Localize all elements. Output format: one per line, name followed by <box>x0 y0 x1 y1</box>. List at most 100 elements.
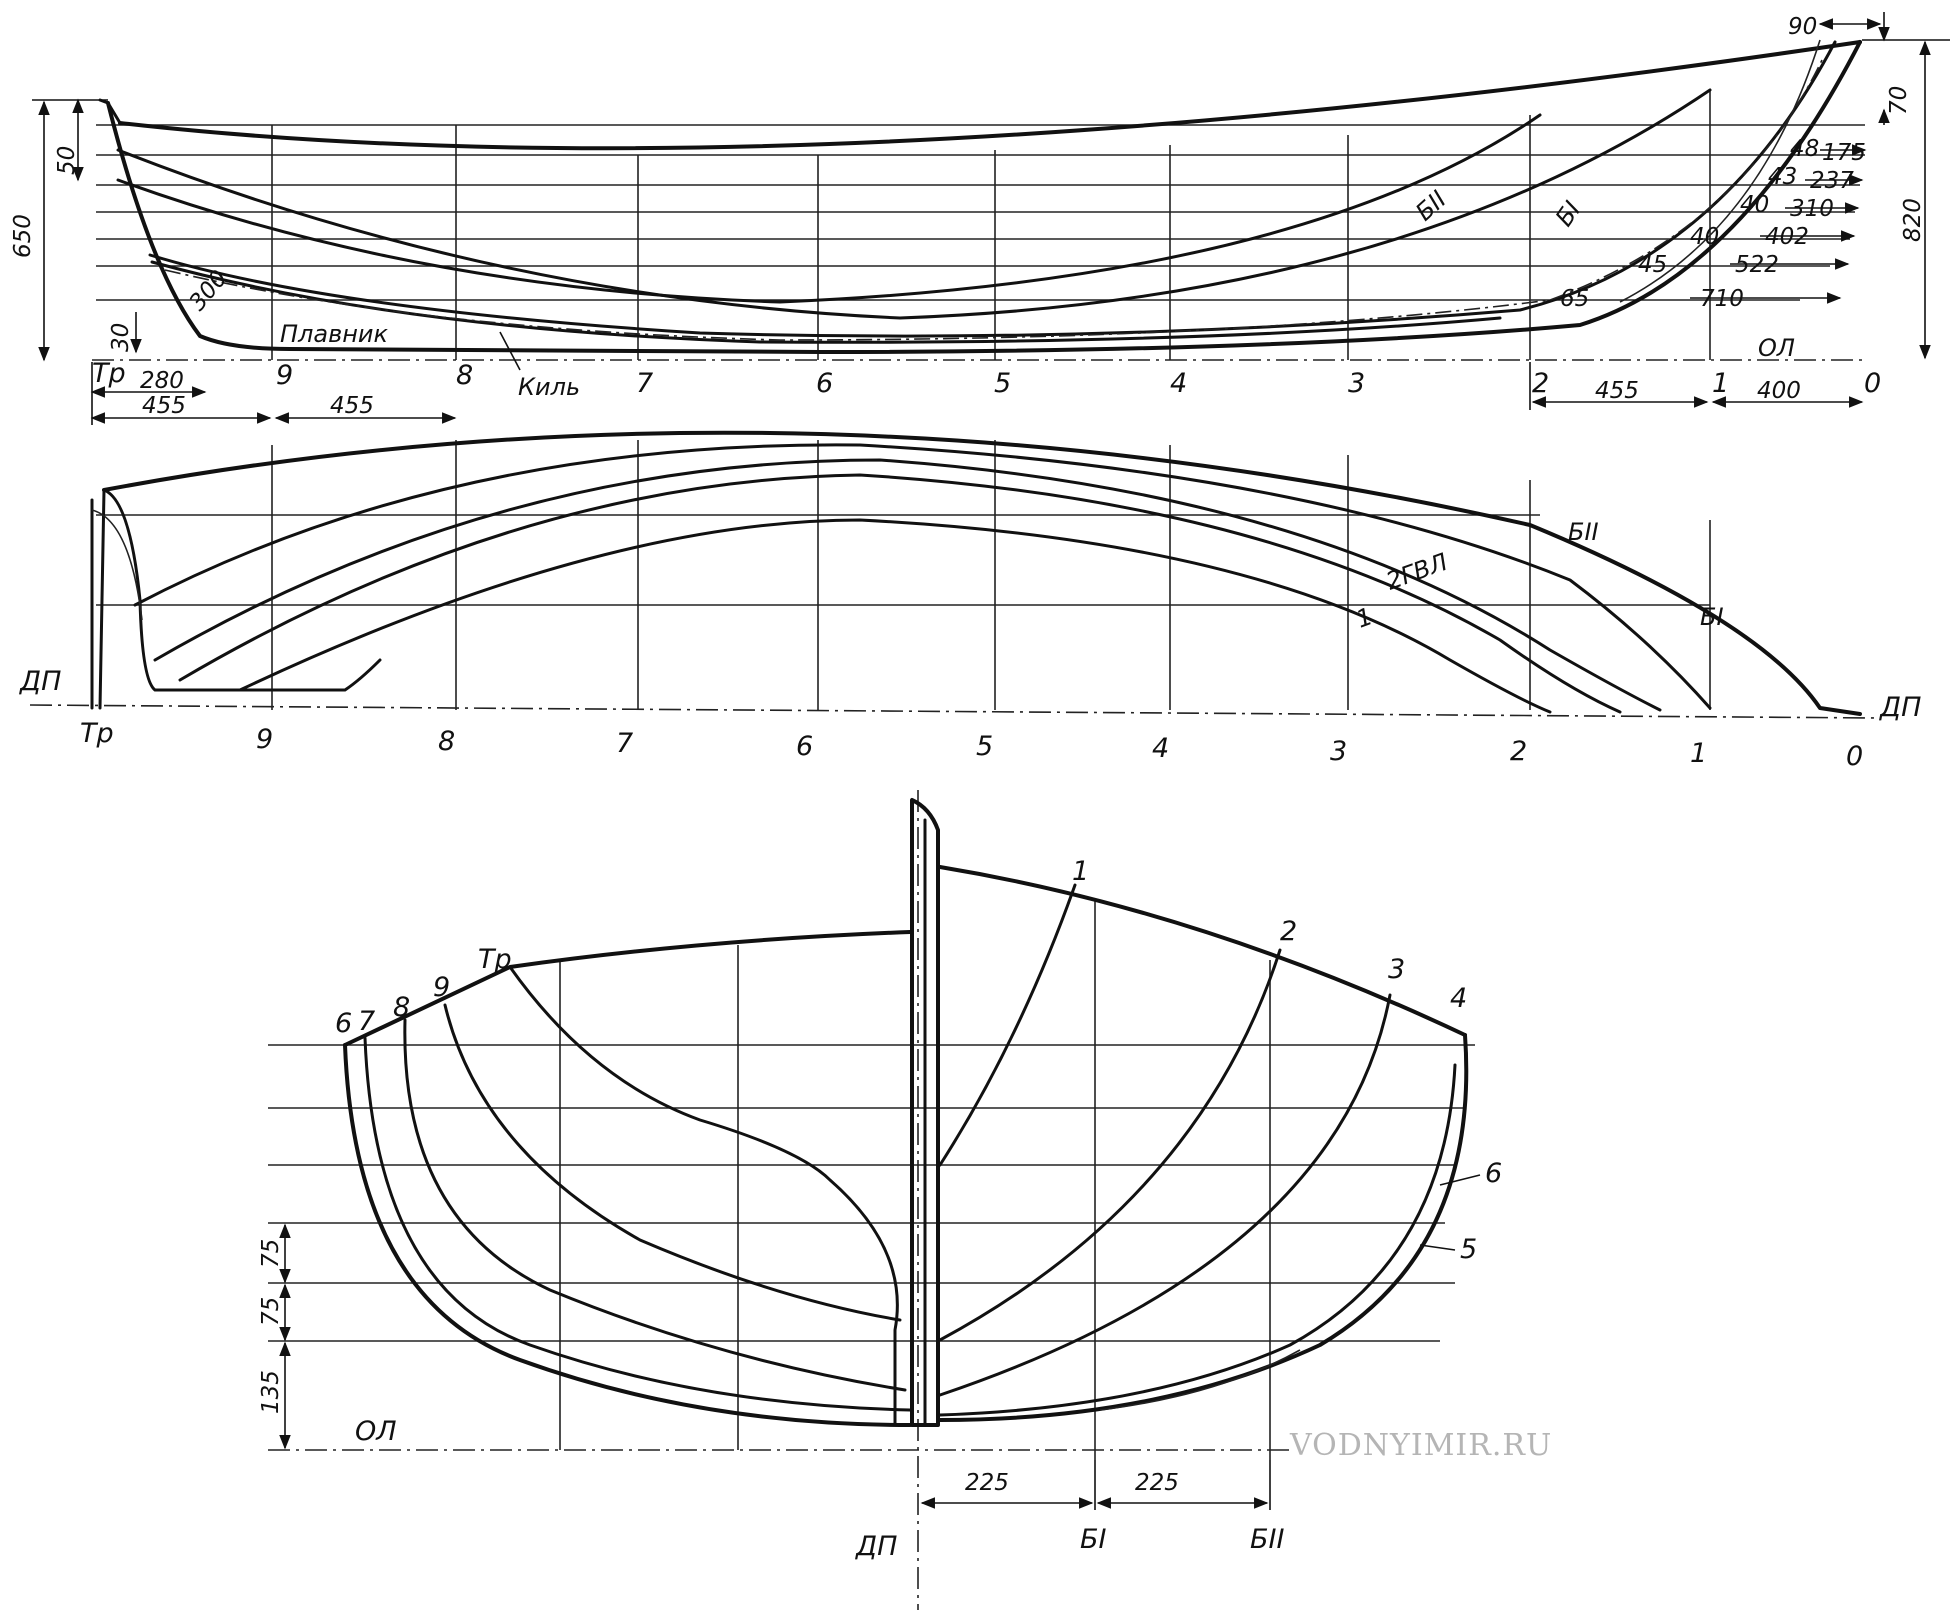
body-deck-aft <box>343 930 912 1047</box>
plan-station-2: 2 <box>1510 736 1527 767</box>
stem-offset-402: 402 <box>1765 224 1809 250</box>
dim-height-fwd: 820 <box>1900 198 1926 242</box>
body-frame-7 <box>363 1036 912 1412</box>
dim-stem-70: 70 <box>1886 86 1912 115</box>
body-label-fwd-3: 3 <box>1388 954 1405 985</box>
plan-view: ДП ДП БII БI 2ГВЛ 1 Тр 9 8 7 6 5 4 3 2 1… <box>19 430 1921 772</box>
body-buttocks <box>559 900 1271 1460</box>
plan-station-5: 5 <box>976 731 993 762</box>
body-frame-8 <box>403 1018 907 1392</box>
dim-fwd-400: 400 <box>1757 378 1801 404</box>
stem-thick-48: 48 <box>1790 136 1819 162</box>
body-baseline-label: ОЛ <box>355 1416 397 1447</box>
body-label-6: 6 <box>335 1008 352 1039</box>
body-label-8: 8 <box>393 992 410 1023</box>
body-waterlines <box>268 1044 1475 1451</box>
stem-offset-237: 237 <box>1810 168 1854 194</box>
dim-aft-455-b: 455 <box>330 393 374 419</box>
plan-station-4: 4 <box>1152 733 1169 764</box>
profile-dimensions: 650 50 30 2 8 0 455 455 455 400 820 70 90 <box>10 12 1950 425</box>
body-label-fwd-4: 4 <box>1450 983 1467 1014</box>
body-buttock-2-label: БII <box>1250 1524 1284 1555</box>
profile-chain-line <box>164 59 1823 341</box>
profile-view: 650 50 30 2 8 0 455 455 455 400 820 70 90 <box>10 12 1950 425</box>
profile-transom <box>98 98 122 125</box>
stem-thick-65: 65 <box>1560 286 1589 312</box>
body-frame-fwd-5 <box>938 1063 1457 1417</box>
profile-keel-inner <box>150 260 1502 344</box>
label-baseline-profile: ОЛ <box>1758 334 1795 362</box>
station-8: 8 <box>456 360 473 391</box>
stem-offset-522: 522 <box>1735 252 1779 278</box>
station-5: 5 <box>994 368 1011 399</box>
body-stem-post <box>910 798 940 1427</box>
body-label-fwd-2: 2 <box>1280 916 1297 947</box>
station-3: 3 <box>1348 368 1365 399</box>
station-1: 1 <box>1712 368 1729 399</box>
profile-sheer-line <box>118 40 1862 151</box>
plan-label-buttock-2: БII <box>1568 518 1599 546</box>
dim-fwd-455: 455 <box>1595 378 1639 404</box>
profile-labels: Плавник Киль БII БI ОЛ Тр 9 8 7 6 5 4 3 … <box>92 185 1881 401</box>
dim-aft-455-a: 455 <box>142 393 186 419</box>
body-label-7: 7 <box>358 1006 375 1037</box>
label-keel: Киль <box>518 373 580 401</box>
profile-fin-line <box>148 40 1837 338</box>
plan-waterline-0 <box>238 518 1552 714</box>
body-frame-9 <box>443 1003 902 1322</box>
body-frame-6 <box>343 1043 912 1427</box>
plan-sheer-line <box>102 430 1862 716</box>
plan-station-3: 3 <box>1330 736 1347 767</box>
station-6: 6 <box>816 368 833 399</box>
dim-keel-aft: 30 <box>108 323 134 352</box>
body-labels: 6 7 8 9 Тр 1 2 3 4 6 5 ОЛ ДП БI БII <box>335 856 1502 1562</box>
plan-station-0: 0 <box>1846 741 1863 772</box>
profile-waterlines <box>96 124 1865 301</box>
body-dim-225-a: 225 <box>965 1470 1009 1496</box>
plan-station-1: 1 <box>1690 738 1707 769</box>
body-buttock-1-label: БI <box>1080 1524 1107 1555</box>
stem-thick-43: 43 <box>1768 164 1797 190</box>
plan-waterline-2 <box>153 458 1662 712</box>
profile-keel-line <box>106 40 1862 354</box>
body-label-fwd-1: 1 <box>1072 856 1089 887</box>
body-dim-225-b: 225 <box>1135 1470 1179 1496</box>
station-7: 7 <box>636 368 653 399</box>
plan-label-wl1: 1 <box>1352 602 1376 634</box>
stem-thick-40b: 40 <box>1690 224 1719 250</box>
dim-height-aft: 650 <box>10 214 36 258</box>
body-frame-fwd-1 <box>938 883 1077 1167</box>
station-0: 0 <box>1864 368 1881 399</box>
body-dim-75-a: 75 <box>258 1239 284 1268</box>
plan-label-buttock-1: БI <box>1700 603 1724 631</box>
stem-offset-310: 310 <box>1790 196 1834 222</box>
plan-labels: ДП ДП БII БI 2ГВЛ 1 Тр 9 8 7 6 5 4 3 2 1… <box>19 518 1921 772</box>
body-dim-135: 135 <box>258 1370 284 1414</box>
body-centerline-label: ДП <box>855 1531 897 1562</box>
body-dimensions: 75 75 135 225 225 <box>258 1223 1271 1510</box>
dim-stem-90: 90 <box>1788 14 1817 40</box>
plan-station-9: 9 <box>256 724 273 755</box>
station-2: 2 <box>1532 368 1549 399</box>
plan-station-tr: Тр <box>80 718 114 749</box>
plan-station-7: 7 <box>616 728 633 759</box>
plan-station-6: 6 <box>796 731 813 762</box>
station-tr: Тр <box>92 358 126 389</box>
plan-centerline-label-aft: ДП <box>19 666 61 697</box>
dim-sheer-aft: 50 <box>54 146 80 175</box>
station-4: 4 <box>1170 368 1187 399</box>
body-label-9: 9 <box>433 972 450 1003</box>
body-dim-75-b: 75 <box>258 1297 284 1326</box>
body-deck-fwd <box>938 865 1467 1037</box>
body-frame-fwd-4 <box>938 1033 1469 1422</box>
profile-stem-inner <box>1619 39 1821 303</box>
profile-buttock-1 <box>116 88 1712 320</box>
body-frame-fwd-3 <box>938 993 1392 1397</box>
plan-label-waterline: 2ГВЛ <box>1382 548 1451 596</box>
profile-buttock-2 <box>116 113 1542 304</box>
body-frame-tr <box>508 965 899 1427</box>
body-label-side-6: 6 <box>1485 1158 1502 1189</box>
plan-waterline-3 <box>133 443 1712 710</box>
body-plan-view: 6 7 8 9 Тр 1 2 3 4 6 5 ОЛ ДП БI БII 75 7… <box>258 790 1502 1610</box>
stem-offset-175: 175 <box>1822 140 1866 166</box>
